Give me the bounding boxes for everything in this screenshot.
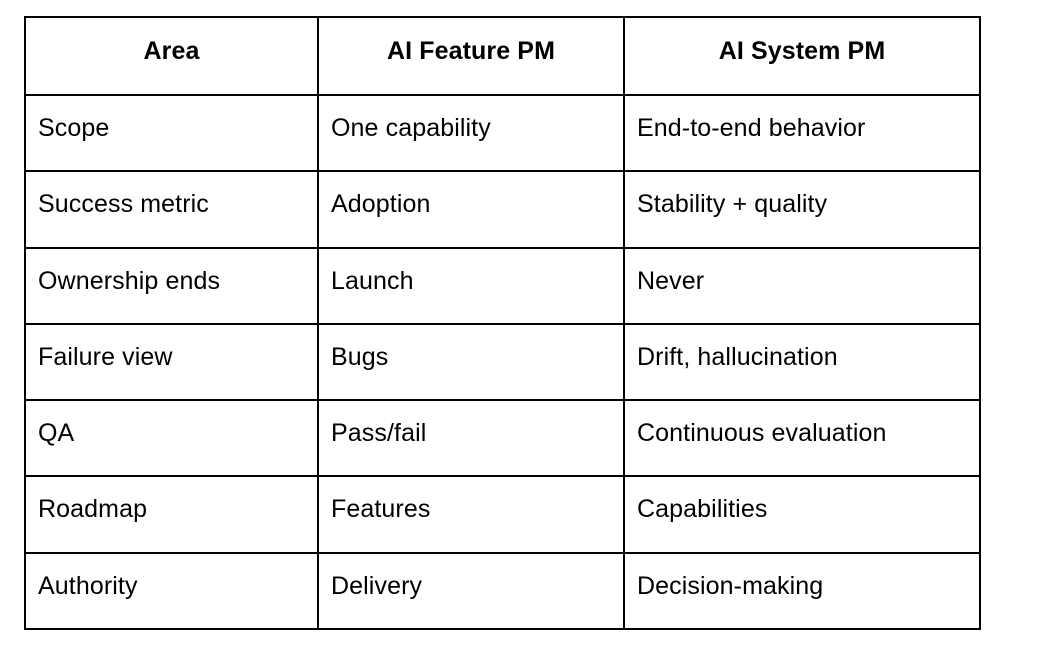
table-row: Scope One capability End-to-end behavior xyxy=(24,93,981,173)
cell-ai-system-pm: Never xyxy=(623,246,981,325)
cell-area: Roadmap xyxy=(24,475,319,554)
comparison-table-container: Area AI Feature PM AI System PM Scope On… xyxy=(24,16,981,631)
table-row: QA Pass/fail Continuous evaluation xyxy=(24,399,981,478)
table-row: Ownership ends Launch Never xyxy=(24,246,981,325)
comparison-table: Area AI Feature PM AI System PM Scope On… xyxy=(24,16,981,631)
cell-area: Scope xyxy=(24,93,319,173)
table-row: Authority Delivery Decision-making xyxy=(24,551,981,631)
cell-ai-system-pm: Drift, hallucination xyxy=(623,322,981,402)
cell-ai-feature-pm: Features xyxy=(317,475,625,554)
table-header: Area AI Feature PM AI System PM xyxy=(24,16,981,96)
table-row: Success metric Adoption Stability + qual… xyxy=(24,170,981,249)
cell-ai-feature-pm: One capability xyxy=(317,93,625,173)
cell-area: Success metric xyxy=(24,170,319,249)
cell-area: Failure view xyxy=(24,322,319,402)
table-row: Failure view Bugs Drift, hallucination xyxy=(24,322,981,402)
cell-ai-system-pm: Decision-making xyxy=(623,551,981,631)
column-header-area: Area xyxy=(24,16,319,96)
cell-ai-feature-pm: Launch xyxy=(317,246,625,325)
cell-ai-system-pm: Continuous evaluation xyxy=(623,399,981,478)
cell-ai-feature-pm: Adoption xyxy=(317,170,625,249)
cell-ai-feature-pm: Delivery xyxy=(317,551,625,631)
column-header-ai-system-pm: AI System PM xyxy=(623,16,981,96)
cell-ai-system-pm: End-to-end behavior xyxy=(623,93,981,173)
cell-ai-feature-pm: Pass/fail xyxy=(317,399,625,478)
table-row: Roadmap Features Capabilities xyxy=(24,475,981,554)
table-body: Scope One capability End-to-end behavior… xyxy=(24,93,981,631)
cell-area: Authority xyxy=(24,551,319,631)
cell-area: QA xyxy=(24,399,319,478)
cell-ai-system-pm: Stability + quality xyxy=(623,170,981,249)
cell-ai-system-pm: Capabilities xyxy=(623,475,981,554)
cell-ai-feature-pm: Bugs xyxy=(317,322,625,402)
column-header-ai-feature-pm: AI Feature PM xyxy=(317,16,625,96)
table-header-row: Area AI Feature PM AI System PM xyxy=(24,16,981,96)
cell-area: Ownership ends xyxy=(24,246,319,325)
